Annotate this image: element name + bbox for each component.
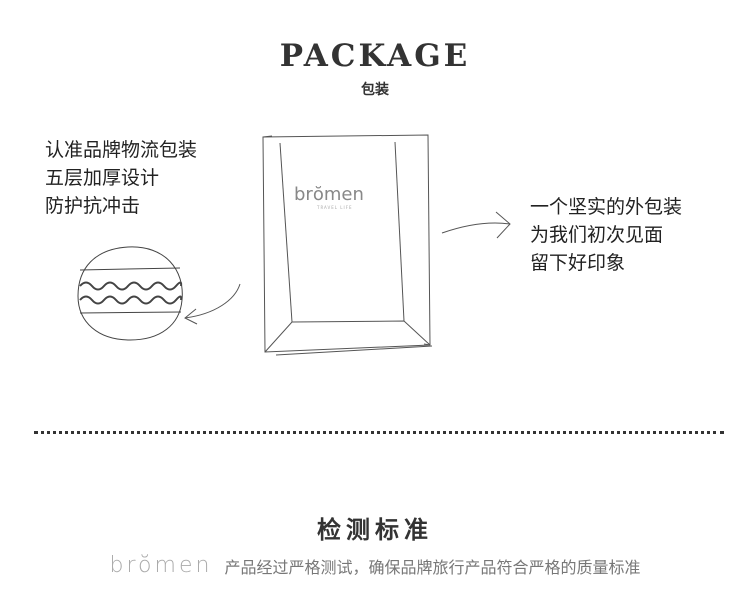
standard-footer: brŏmen 产品经过严格测试，确保品牌旅行产品符合严格的质量标准 (0, 553, 750, 578)
left-note-line: 认准品牌物流包装 (45, 139, 198, 161)
left-note-line: 防护抗冲击 (45, 195, 141, 217)
right-note-line: 留下好印象 (530, 252, 626, 274)
page-subtitle: 包装 (361, 82, 389, 98)
left-arrow-icon (184, 283, 241, 325)
right-notes: 一个坚实的外包装 为我们初次见面 留下好印象 (530, 193, 682, 277)
corrugated-cross-section-icon (77, 246, 183, 341)
right-note-line: 为我们初次见面 (530, 224, 664, 246)
right-arrow-icon (441, 211, 511, 239)
box-brand-logo: brŏmen (294, 184, 364, 205)
right-note-line: 一个坚实的外包装 (530, 196, 683, 218)
box-brand-tagline: TRAVEL LIFE (316, 205, 353, 210)
dotted-divider (34, 431, 724, 434)
standard-description: 产品经过严格测试，确保品牌旅行产品符合严格的质量标准 (224, 557, 641, 577)
standard-title: 检测标准 (317, 515, 433, 544)
page-title: PACKAGE (279, 38, 471, 74)
left-notes: 认准品牌物流包装 五层加厚设计 防护抗冲击 (45, 136, 197, 220)
brand-logo: brŏmen (109, 553, 213, 578)
package-box-sketch (262, 134, 433, 356)
left-note-line: 五层加厚设计 (45, 167, 160, 189)
